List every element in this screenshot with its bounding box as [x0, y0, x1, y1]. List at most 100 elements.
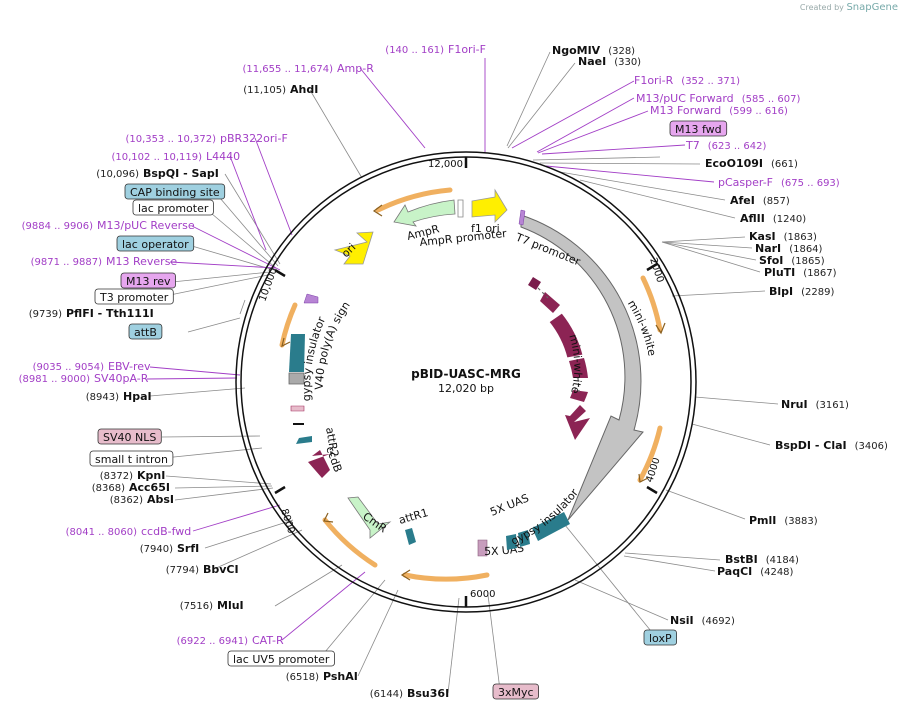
hpai-name: HpaI [123, 390, 152, 403]
misc-feature-left[interactable] [303, 293, 319, 304]
ngomiv-position: (328) [608, 46, 635, 57]
small-t-intron-label: small t intron [95, 453, 168, 466]
nsii-site[interactable]: NsiI(4692) [670, 614, 735, 627]
gypsy-insulator-right-feature[interactable] [532, 512, 570, 541]
ruler-label: 12,000 [428, 159, 463, 170]
sv40-polya-feature[interactable] [288, 372, 305, 385]
ebv-rev-primer[interactable]: (9035 .. 9054)EBV-rev [33, 360, 151, 373]
amp-r-primer[interactable]: (11,655 .. 11,674)Amp-R [243, 62, 375, 75]
pcasper-f-primer[interactable]: pCasper-F(675 .. 693) [718, 176, 840, 189]
mini-white-introns [537, 287, 580, 393]
attb-box[interactable] [128, 323, 163, 340]
blpi-position: (2289) [801, 287, 834, 298]
hpai-site[interactable]: (8943)HpaI [86, 390, 152, 403]
bspdi-clai-site[interactable]: BspDI - ClaI(3406) [775, 439, 888, 452]
mini-white-outer-feature[interactable] [520, 214, 644, 521]
gypsy-insulator-left-feature[interactable] [289, 334, 305, 372]
m13-forward-position: (599 .. 616) [729, 106, 788, 117]
paqci-site[interactable]: PaqCI(4248) [717, 565, 794, 578]
absi-site[interactable]: (8362)AbsI [110, 493, 174, 506]
f1-ori-feature[interactable] [471, 188, 508, 223]
attr2-feature[interactable] [296, 436, 312, 444]
label-guide-lines [149, 51, 779, 694]
f1ori-f-primer[interactable]: (140 .. 161)F1ori-F [385, 43, 486, 56]
acc65i-site[interactable]: (8368)Acc65I [92, 481, 170, 494]
watermark-brand: SnapGene [846, 2, 898, 13]
sv40-nls-box[interactable] [97, 428, 162, 445]
3xmyc-feature[interactable] [477, 539, 488, 557]
bbvci-site[interactable]: (7794)BbvCI [166, 563, 239, 576]
m13-puc-forward-primer[interactable]: M13/pUC Forward(585 .. 607) [636, 92, 800, 105]
l4440-position: (10,102 .. 10,119) [112, 152, 203, 163]
lac-operator-box[interactable] [116, 235, 195, 252]
f1ori-r-primer[interactable]: F1ori-R(352 .. 371) [634, 74, 740, 87]
m13-puc-reverse-primer[interactable]: (9884 .. 9906)M13/pUC Reverse [22, 219, 195, 232]
cat-r-position: (6922 .. 6941) [177, 636, 249, 647]
l4440-primer[interactable]: (10,102 .. 10,119)L4440 [112, 150, 241, 163]
naei-position: (330) [614, 57, 641, 68]
sv40pa-r-primer[interactable]: (8981 .. 9000)SV40pA-R [19, 372, 149, 385]
bbvci-name: BbvCI [203, 563, 239, 576]
kasi-site[interactable]: KasI(1863) [749, 230, 817, 243]
t3-promoter-box[interactable] [94, 288, 174, 305]
m13-fwd-box[interactable] [669, 120, 728, 137]
acc65i-position: (8368) [92, 483, 125, 494]
paqci-position: (4248) [760, 567, 793, 578]
pmli-site[interactable]: PmlI(3883) [749, 514, 818, 527]
uas-feature-1[interactable] [506, 534, 517, 550]
blpi-site[interactable]: BlpI(2289) [769, 285, 834, 298]
mlui-position: (7516) [180, 601, 213, 612]
cat-r-primer[interactable]: (6922 .. 6941)CAT-R [177, 634, 284, 647]
ccdb-feature[interactable] [308, 450, 330, 478]
ori-feature[interactable] [333, 231, 374, 265]
bspqi-sapi-site[interactable]: (10,096)BspQI - SapI [96, 167, 219, 180]
sv40-nls-feature[interactable] [290, 405, 305, 412]
mlui-site[interactable]: (7516)MluI [180, 599, 244, 612]
pshai-name: PshAI [323, 670, 358, 683]
backbone-outer [235, 151, 697, 613]
ngomiv-site[interactable]: NgoMIV(328) [552, 44, 635, 57]
nrui-site[interactable]: NruI(3161) [781, 398, 849, 411]
kpni-site[interactable]: (8372)KpnI [100, 469, 166, 482]
ccdb-fwd-primer[interactable]: (8041 .. 8060)ccdB-fwd [66, 525, 192, 538]
ruler-label: 2000 [647, 257, 665, 285]
naei-site[interactable]: NaeI(330) [578, 55, 641, 68]
uas-feature-2[interactable] [518, 530, 530, 547]
primer-guide-lines [146, 58, 715, 641]
t7-primer[interactable]: T7(623 .. 642) [685, 139, 766, 152]
lac-promoter-box[interactable] [132, 199, 214, 216]
afei-site[interactable]: AfeI(857) [730, 194, 790, 207]
attr1-feature[interactable] [405, 528, 416, 545]
sv40pa-r-name: SV40pA-R [94, 372, 149, 385]
pbr322ori-f-primer[interactable]: (10,353 .. 10,372)pBR322ori-F [126, 132, 288, 145]
sfoi-site[interactable]: SfoI(1865) [759, 254, 825, 267]
ahdi-site[interactable]: (11,105)AhdI [243, 83, 318, 96]
pshai-site[interactable]: (6518)PshAI [286, 670, 358, 683]
ampr-feature[interactable] [393, 199, 456, 227]
srfi-site[interactable]: (7940)SrfI [140, 542, 200, 555]
sv40-nls-label: SV40 NLS [103, 431, 156, 444]
ruler-label: 8000 [278, 508, 296, 536]
ampr-promoter-feature[interactable] [457, 199, 464, 218]
m13-rev-box[interactable] [120, 272, 176, 289]
ecoo109i-site[interactable]: EcoO109I(661) [705, 157, 798, 170]
m13-reverse-name: M13 Reverse [106, 255, 177, 268]
cap-binding-site-box[interactable] [124, 183, 226, 200]
pluti-site[interactable]: PluTI(1867) [764, 266, 837, 279]
bstbi-site[interactable]: BstBI(4184) [725, 553, 799, 566]
sfoi-name: SfoI [759, 254, 783, 267]
loxp-box[interactable] [643, 629, 677, 646]
mini-white-exons[interactable] [528, 277, 590, 440]
m13-reverse-primer[interactable]: (9871 .. 9887)M13 Reverse [31, 255, 178, 268]
nari-site[interactable]: NarI(1864) [755, 242, 823, 255]
aflii-site[interactable]: AflII(1240) [740, 212, 806, 225]
f1ori-f-name: F1ori-F [448, 43, 486, 56]
small-t-intron-box[interactable] [89, 450, 174, 467]
cmr-feature[interactable] [347, 496, 392, 539]
m13-forward-primer[interactable]: M13 Forward(599 .. 616) [650, 104, 788, 117]
t7-promoter-feature[interactable] [518, 209, 526, 226]
3xmyc-box[interactable] [492, 683, 539, 700]
pflfi-tth111i-site[interactable]: (9739)PflFI - Tth111I [29, 307, 154, 320]
lac-uv5-promoter-box[interactable] [227, 650, 335, 667]
bsu36i-site[interactable]: (6144)Bsu36I [370, 687, 449, 700]
